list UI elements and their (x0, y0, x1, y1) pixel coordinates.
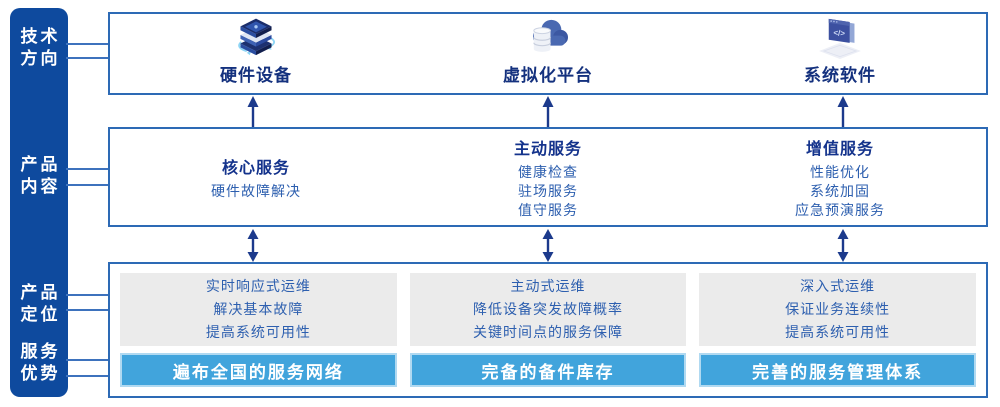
positioning-panel: 实时响应式运维 解决基本故障 提高系统可用性 (120, 273, 397, 346)
connector-line (66, 57, 109, 59)
positioning-line: 实时响应式运维 (205, 278, 311, 294)
arrow-double-vertical-icon (247, 229, 259, 262)
service-item: 应急预演服务 (795, 201, 885, 218)
service-column-title: 核心服务 (221, 159, 290, 177)
positioning-advantage-box: 实时响应式运维 解决基本故障 提高系统可用性 遍布全国的服务网络 主动式运维 降… (108, 262, 988, 398)
positioning-line: 提高系统可用性 (785, 324, 891, 340)
positioning-panel: 主动式运维 降低设备突发故障概率 关键时间点的服务保障 (409, 273, 687, 346)
service-item: 驻场服务 (518, 182, 578, 199)
arrow-double-vertical-icon (542, 229, 554, 262)
positioning-column: 主动式运维 降低设备突发故障概率 关键时间点的服务保障 完备的备件库存 (409, 273, 687, 387)
connector-line (66, 184, 109, 186)
positioning-line: 主动式运维 (510, 278, 586, 294)
tech-item-label: 虚拟化平台 (503, 66, 593, 85)
code-window-icon: </> (819, 18, 861, 59)
service-item: 性能优化 (810, 163, 870, 180)
positioning-line: 保证业务连续性 (785, 301, 891, 317)
positioning-line: 关键时间点的服务保障 (473, 324, 623, 340)
advantage-banner: 完善的服务管理体系 (699, 353, 977, 387)
connector-line (66, 43, 109, 45)
connector-line (66, 294, 109, 296)
connector-line (66, 168, 109, 170)
product-content-box: 核心服务 硬件故障解决 主动服务 健康检查 驻场服务 值守服务 增值服务 性能优… (108, 127, 988, 227)
positioning-line: 提高系统可用性 (205, 324, 311, 340)
advantage-banner: 遍布全国的服务网络 (120, 353, 397, 387)
arrow-up-icon (247, 96, 259, 127)
sidebar-item-service-advantage: 服务 优势 (20, 342, 61, 383)
server-stack-icon (238, 18, 275, 56)
arrow-up-icon (837, 96, 849, 127)
positioning-line: 降低设备突发故障概率 (473, 301, 623, 317)
service-item: 系统加固 (810, 182, 870, 199)
sidebar-item-product-positioning: 产品 定位 (20, 283, 61, 324)
tech-item-virtualization: 虚拟化平台 (402, 14, 694, 93)
service-column-core: 核心服务 硬件故障解决 (110, 129, 402, 225)
service-column-title: 主动服务 (513, 140, 582, 158)
tech-item-hardware: 硬件设备 (110, 14, 402, 93)
connector-line (66, 375, 109, 377)
tech-direction-box: 硬件设备 虚拟化平台 (108, 12, 988, 95)
advantage-banner: 完备的备件库存 (409, 353, 687, 387)
positioning-column: 深入式运维 保证业务连续性 提高系统可用性 完善的服务管理体系 (699, 273, 977, 387)
tech-item-label: 系统软件 (804, 66, 876, 85)
positioning-line: 解决基本故障 (213, 301, 304, 317)
connector-line (66, 309, 109, 311)
cloud-database-icon (533, 19, 568, 52)
positioning-panel: 深入式运维 保证业务连续性 提高系统可用性 (699, 273, 977, 346)
svg-text:</>: </> (833, 28, 846, 38)
sidebar: 技术 方向 产品 内容 产品 定位 服务 优势 (10, 8, 68, 397)
service-column-proactive: 主动服务 健康检查 驻场服务 值守服务 (402, 129, 694, 225)
arrow-up-icon (542, 96, 554, 127)
service-column-value-added: 增值服务 性能优化 系统加固 应急预演服务 (694, 129, 986, 225)
service-column-title: 增值服务 (805, 140, 874, 158)
positioning-line: 深入式运维 (800, 278, 876, 294)
sidebar-item-product-content: 产品 内容 (20, 155, 61, 196)
service-item: 硬件故障解决 (211, 182, 301, 199)
positioning-column: 实时响应式运维 解决基本故障 提高系统可用性 遍布全国的服务网络 (120, 273, 397, 387)
tech-item-label: 硬件设备 (220, 66, 292, 85)
connector-line (66, 359, 109, 361)
arrow-double-vertical-icon (837, 229, 849, 262)
service-item: 健康检查 (518, 163, 578, 180)
service-item: 值守服务 (518, 201, 578, 218)
sidebar-item-tech-direction: 技术 方向 (20, 27, 61, 68)
tech-item-system-software: </> 系统软件 (694, 14, 986, 93)
